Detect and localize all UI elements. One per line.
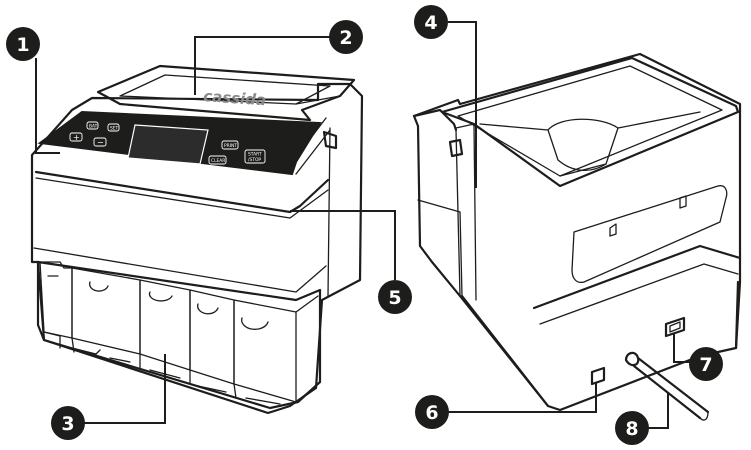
rear-left-panel: [455, 123, 477, 301]
plus-button-label: +: [73, 133, 80, 142]
front-body-outline: [30, 82, 364, 415]
callout-4-badge: [414, 5, 448, 39]
callout-5-badge: [378, 280, 412, 314]
power-cord-end: [699, 411, 709, 421]
print-button: [221, 140, 239, 150]
set-button: [107, 123, 120, 132]
drawer-tube-4: [189, 289, 235, 385]
callout-8-leader: [648, 392, 669, 429]
start-stop-button: [244, 149, 266, 164]
start-stop-label-1: START: [248, 152, 262, 158]
hopper-lid: [96, 64, 356, 122]
coin-drawer: [36, 260, 322, 410]
rear-hopper-bowl: [547, 118, 619, 171]
panel-logo: cassida: [131, 164, 153, 172]
coin-sorter-rear-view: 4 6 7 8: [412, 5, 742, 445]
bat-button: [86, 121, 99, 130]
rear-window-clip-2: [679, 195, 687, 209]
hopper-rim: [105, 95, 341, 105]
callout-8-badge: [615, 411, 649, 445]
callout-2-badge: [329, 20, 363, 54]
callout-6-number: 6: [425, 402, 438, 424]
callout-6-badge: [415, 395, 449, 429]
print-button-label: PRINT: [224, 143, 237, 149]
bat-button-label: BAT: [89, 124, 98, 130]
rear-hopper-inner: [457, 65, 723, 177]
panel-buttons: BAT SET + − PRINT CLEAR START /STOP cass…: [69, 121, 266, 172]
callout-7-number: 7: [699, 354, 712, 376]
drawer-tube-1: [39, 261, 73, 339]
minus-button-label: −: [97, 138, 104, 147]
callout-1-leader: [35, 58, 60, 154]
drawer-base: [43, 331, 237, 399]
drawer-tube-2: [71, 267, 141, 355]
callout-3-leader: [84, 354, 166, 424]
callout-6-leader: [448, 382, 597, 413]
lid-lip: [293, 117, 331, 175]
drawer-outline: [36, 260, 322, 410]
callout-7-badge: [689, 347, 723, 381]
callout-5-number: 5: [388, 287, 401, 309]
callout-2-leader: [194, 36, 330, 95]
start-stop-label-2: /STOP: [248, 157, 261, 163]
rear-hopper-slope: [479, 111, 701, 177]
callout-3-badge: [51, 406, 85, 440]
rear-left-lower-panel: [417, 199, 463, 297]
callout-7-leader: [673, 334, 690, 363]
clear-button-label: CLEAR: [211, 158, 225, 164]
callout-1-badge: [6, 27, 40, 61]
waist-line: [34, 170, 330, 214]
upper-panel-split: [33, 247, 327, 293]
callout-3-number: 3: [61, 413, 74, 435]
callout-4-number: 4: [424, 12, 437, 34]
rear-lower-split-2: [539, 263, 739, 325]
rear-window: [571, 185, 728, 284]
drawer-tube-5: [233, 299, 297, 403]
callout-1-number: 1: [16, 34, 29, 56]
lid-logo: cassida: [203, 87, 267, 109]
coin-sorter-front-view: cassida BAT SET + − PRINT CLEAR START /S…: [6, 20, 412, 440]
side-knob: [322, 130, 338, 150]
callout-2-number: 2: [339, 27, 352, 49]
callout-4-leader: [448, 21, 477, 188]
callout-5-leader: [290, 210, 396, 280]
waist-line-inner: [35, 177, 329, 219]
plus-button: [69, 132, 83, 142]
minus-button: [93, 137, 107, 147]
usb-port: [664, 316, 686, 338]
usb-port-inner: [669, 321, 681, 333]
rear-lid-notch: [412, 108, 458, 132]
set-button-label: SET: [110, 126, 119, 132]
power-switch: [590, 366, 606, 386]
rear-base-edge: [460, 280, 740, 408]
display-screen: [127, 124, 209, 165]
callout-8-number: 8: [625, 418, 638, 440]
power-cord-plug: [624, 351, 640, 367]
drawer-right-side: [295, 295, 319, 403]
rear-window-clip-1: [609, 223, 617, 237]
hopper-inner: [119, 74, 331, 105]
clear-button: [208, 155, 227, 165]
rear-lower-split: [532, 244, 742, 310]
